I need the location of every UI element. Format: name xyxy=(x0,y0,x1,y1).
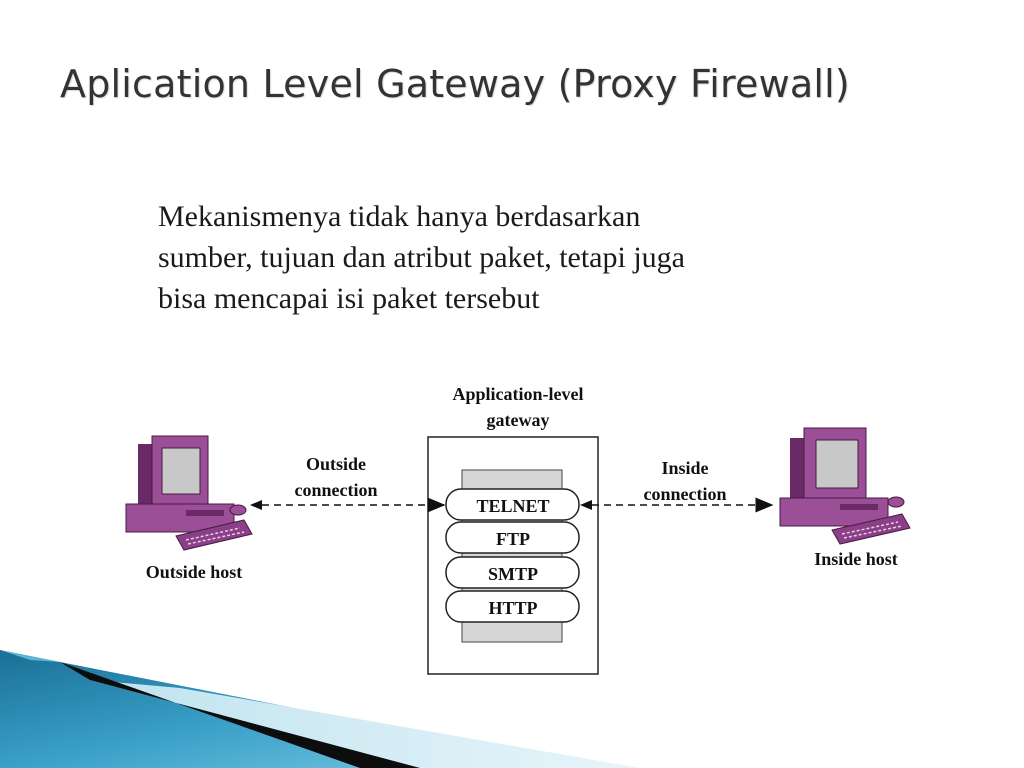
protocol-pill-telnet: TELNET xyxy=(445,488,580,521)
body-line: sumber, tujuan dan atribut paket, tetapi… xyxy=(158,241,685,274)
gateway-label-line2: gateway xyxy=(487,410,550,430)
protocol-pill-http: HTTP xyxy=(445,590,580,623)
outside-arrowhead-left xyxy=(250,500,262,510)
decorative-swoosh xyxy=(0,650,640,768)
outside-connection-label-line1: Outside xyxy=(306,454,366,474)
outside-host-computer-icon xyxy=(125,435,253,551)
slide-body-text: Mekanismenya tidak hanya berdasarkan sum… xyxy=(158,196,918,319)
inside-connection-label-line2: connection xyxy=(644,484,727,504)
inside-host-label: Inside host xyxy=(814,549,898,569)
gateway-label-line1: Application-level xyxy=(453,384,584,404)
body-line: Mekanismenya tidak hanya berdasarkan xyxy=(158,200,641,233)
inside-host-computer-icon xyxy=(779,427,911,545)
protocol-pill-ftp: FTP xyxy=(445,521,580,554)
protocol-label: HTTP xyxy=(488,598,537,618)
body-line: bisa mencapai isi paket tersebut xyxy=(158,282,540,315)
proxy-firewall-diagram: Application-level gateway TELNET FTP SMT… xyxy=(125,384,911,675)
protocol-pill-smtp: SMTP xyxy=(445,556,580,589)
outside-host-label: Outside host xyxy=(146,562,243,582)
slide-title: Aplication Level Gateway (Proxy Firewall… xyxy=(60,62,850,106)
protocol-label: TELNET xyxy=(476,496,549,516)
outside-connection-label-line2: connection xyxy=(295,480,378,500)
protocol-label: FTP xyxy=(496,529,530,549)
inside-arrowhead-left xyxy=(580,500,592,510)
protocol-label: SMTP xyxy=(488,564,538,584)
inside-connection-label-line1: Inside xyxy=(661,458,708,478)
